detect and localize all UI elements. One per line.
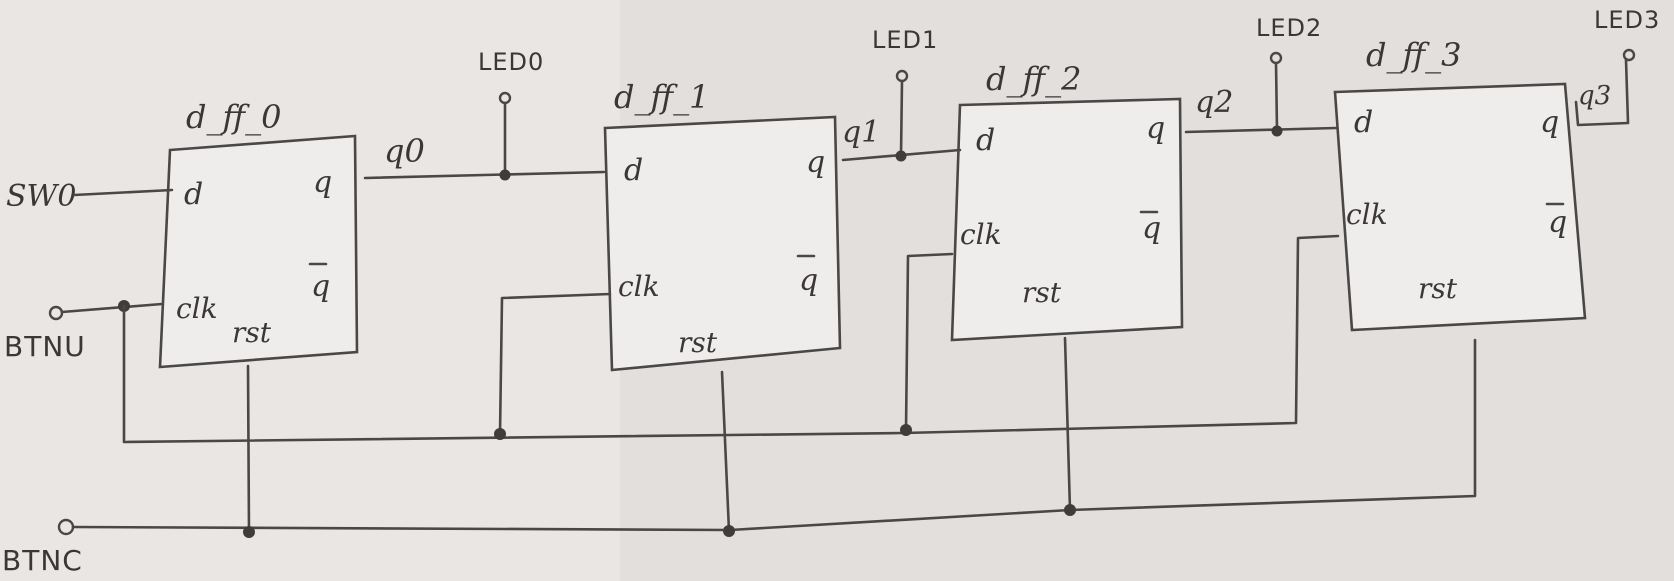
reset-to-ff1 [720,370,731,533]
d-ff-2-qbar-pin: q [1142,211,1161,246]
clock-bus [122,234,1340,444]
d-ff-0-d-pin: d [184,177,203,212]
reset-ff0-junction [243,526,255,538]
clock-ff2-junction [900,424,912,436]
d-ff-1-block: d_ff_1 d q q clk rst [603,78,842,372]
d-ff-1-d-pin: d [624,153,643,188]
d-ff-1-qbar-pin: q [799,263,818,298]
led0-junction [499,169,511,181]
d-ff-0-clk-pin: clk [176,292,218,325]
d-ff-3-rst-pin: rst [1418,272,1458,305]
sw0-input: SW0 [6,179,174,214]
clock-ff1-junction [494,428,506,440]
sw0-label: SW0 [6,179,76,214]
btnc-label: BTNC [2,544,83,577]
q2-net-wire [1184,126,1338,134]
led0-terminal [498,91,512,105]
led2-terminal [1269,51,1283,65]
d-ff-1-clk-pin: clk [618,270,660,303]
d-ff-3-block: d_ff_3 d q q clk rst [1333,36,1587,332]
d-ff-2-clk-pin: clk [960,218,1002,251]
sw0-wire [72,188,174,197]
reset-ff2-junction [1064,504,1076,516]
reset-net: BTNC [2,336,1477,577]
q1-net-label: q1 [842,115,880,150]
led3-terminal [1622,48,1636,62]
led3-label: LED3 [1594,6,1660,34]
led1-tap [899,79,904,158]
clock-net: BTNU [4,234,1340,444]
d-ff-1-name: d_ff_1 [614,78,710,116]
d-ff-3-clk-pin: clk [1346,198,1388,231]
q3-net-wire [1574,58,1630,127]
d-ff-1-q-pin: q [806,145,825,180]
q3-net-label: q3 [1578,81,1611,111]
clock-to-ff2 [904,252,954,432]
d-ff-2-q-pin: q [1146,111,1165,146]
d-ff-2-block: d_ff_2 d q q clk rst [950,60,1184,342]
led1-junction [895,150,907,162]
d-ff-0-q-pin: q [313,165,332,200]
led2-label: LED2 [1256,14,1322,42]
d-ff-3-q-pin: q [1540,105,1559,140]
d-ff-3-qbar-pin: q [1548,205,1567,240]
reset-to-ff2 [1063,336,1072,512]
btnu-to-ff0-clk [60,302,164,314]
q2-net-label: q2 [1195,85,1233,120]
d-ff-3-d-pin: d [1354,105,1373,140]
clock-to-ff1 [498,292,612,436]
led1-label: LED1 [872,26,938,54]
d-ff-1-rst-pin: rst [678,326,718,359]
reset-ff1-junction [723,525,735,537]
led0-label: LED0 [478,48,544,76]
d-ff-0-block: d_ff_0 d q q clk rst [158,98,359,369]
q0-net-label: q0 [384,132,425,170]
led2-tap [1274,61,1279,132]
d-ff-3-name: d_ff_3 [1366,36,1462,74]
led1-terminal [895,69,909,83]
d-ff-0-name: d_ff_0 [186,98,282,136]
data-chain: q0 q1 q2 q3 [363,58,1630,180]
d-ff-0-qbar-pin: q [311,269,330,304]
reset-to-ff0 [246,364,251,534]
q0-net-wire [363,170,606,180]
d-ff-2-rst-pin: rst [1022,276,1062,309]
btnu-label: BTNU [4,330,86,363]
led2-junction [1271,125,1283,137]
d-ff-2-name: d_ff_2 [986,60,1082,98]
d-ff-0-rst-pin: rst [232,316,272,349]
d-ff-2-d-pin: d [976,123,995,158]
led-taps: LED0 LED1 LED2 LED3 [478,6,1660,181]
